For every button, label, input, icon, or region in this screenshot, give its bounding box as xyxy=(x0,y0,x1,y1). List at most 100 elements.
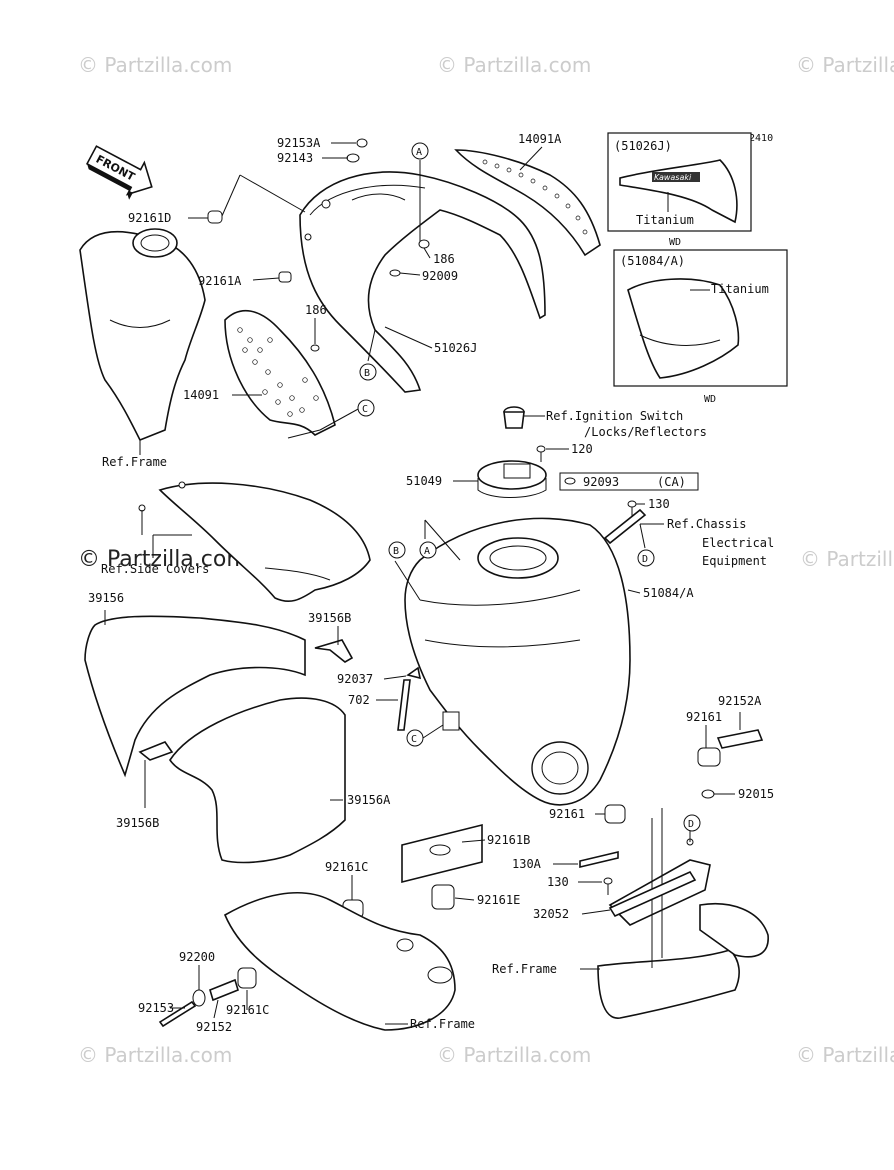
label-ref-chassis-2: Electrical xyxy=(702,536,774,550)
label-39156b-b: 39156B xyxy=(116,816,159,830)
leader-lines xyxy=(104,142,741,1025)
bolt-92153 xyxy=(158,1000,197,1028)
label-92152: 92152 xyxy=(196,1020,232,1034)
nut-92015 xyxy=(701,789,715,799)
bolt-130-b xyxy=(603,877,613,895)
grommet-92161a xyxy=(278,271,292,283)
bracket-39156b-a xyxy=(314,639,354,663)
label-ref-frame-2: Ref.Frame xyxy=(492,962,557,976)
bolt-120 xyxy=(536,445,546,462)
strap xyxy=(603,508,647,545)
label-39156b-a: 39156B xyxy=(308,611,351,625)
label-92161-a: 92161 xyxy=(686,710,722,724)
label-51084a: 51084/A xyxy=(643,586,694,600)
side-cover xyxy=(138,481,371,602)
front-arrow-icon: FRONT xyxy=(85,145,153,200)
clip-92009 xyxy=(389,269,401,277)
block-92161b xyxy=(401,823,483,884)
label-92161c-b: 92161C xyxy=(226,1003,269,1017)
circle-b-top: B xyxy=(359,363,377,381)
inset-1-titanium: Titanium xyxy=(636,213,694,227)
label-186-b: 186 xyxy=(305,303,327,317)
label-92200: 92200 xyxy=(179,950,215,964)
frame-left xyxy=(79,228,206,442)
svg-text:D: D xyxy=(688,819,694,830)
label-92161c-a: 92161C xyxy=(325,860,368,874)
subframe-right xyxy=(597,808,769,1019)
label-92161a: 92161A xyxy=(198,274,242,288)
circle-a-top: A xyxy=(411,142,429,160)
svg-text:Kawasaki: Kawasaki xyxy=(654,173,692,182)
label-51049: 51049 xyxy=(406,474,442,488)
label-ref-ignition-2: /Locks/Reflectors xyxy=(584,425,707,439)
svg-text:B: B xyxy=(393,546,399,557)
frame-bottom xyxy=(223,892,456,1031)
panel-14091a xyxy=(454,149,601,257)
label-51026j: 51026J xyxy=(434,341,477,355)
bolt-130-a xyxy=(627,500,637,518)
grommet-92161e xyxy=(431,884,455,910)
label-92015: 92015 xyxy=(738,787,774,801)
label-130-b: 130 xyxy=(547,875,569,889)
label-92161-b: 92161 xyxy=(549,807,585,821)
circle-d-bottom: D xyxy=(683,814,701,832)
watermark-top-center: © Partzilla.com xyxy=(437,53,591,77)
watermark-bottom-center: © Partzilla.com xyxy=(437,1043,591,1067)
label-ref-ignition-1: Ref.Ignition Switch xyxy=(546,409,683,423)
cover-39156a xyxy=(169,697,346,864)
part-labels: 92153A 92143 14091A 92161D 186 92009 921… xyxy=(88,132,774,1034)
svg-text:B: B xyxy=(364,368,370,379)
bolt-186-b xyxy=(310,344,320,352)
box-92093 xyxy=(559,472,699,491)
svg-text:D: D xyxy=(642,554,648,565)
label-702: 702 xyxy=(348,693,370,707)
bracket-39156b-b xyxy=(138,741,174,761)
label-92143: 92143 xyxy=(277,151,313,165)
collar-92152a xyxy=(716,729,764,749)
clip-92037 xyxy=(406,666,422,680)
watermark-bottom-left: © Partzilla.com xyxy=(78,1043,232,1067)
circle-a-mid: A xyxy=(419,541,437,559)
label-92009: 92009 xyxy=(422,269,458,283)
bracket-c xyxy=(442,711,460,731)
bolt-92153a xyxy=(356,138,368,148)
label-32052: 32052 xyxy=(533,907,569,921)
watermark-mid-left: © Partzilla.com xyxy=(78,547,248,572)
label-130a: 130A xyxy=(512,857,542,871)
bolt-130a xyxy=(579,850,619,869)
label-92153a: 92153A xyxy=(277,136,321,150)
watermark-mid-right: © Partzilla.com xyxy=(800,547,894,571)
label-14091a: 14091A xyxy=(518,132,562,146)
inset-51084a: (51084/A) Titanium xyxy=(613,249,788,387)
watermark-bottom-right: © Partzilla.com xyxy=(796,1043,894,1067)
label-92153: 92153 xyxy=(138,1001,174,1015)
washer-92143 xyxy=(346,153,360,163)
label-92161d: 92161D xyxy=(128,211,171,225)
label-120: 120 xyxy=(571,442,593,456)
figure-code: F2410 xyxy=(743,133,773,144)
nut-92093 xyxy=(564,477,576,485)
grommet-92161c-b xyxy=(237,967,257,989)
circle-markers: A B C B A D C D xyxy=(357,142,701,832)
label-39156a: 39156A xyxy=(347,793,391,807)
fuel-cap-51049 xyxy=(477,460,547,498)
watermark-top-left: © Partzilla.com xyxy=(78,53,232,77)
svg-text:C: C xyxy=(411,734,417,745)
label-ref-frame-1: Ref.Frame xyxy=(102,455,167,469)
label-ref-chassis-3: Equipment xyxy=(702,554,767,568)
label-ref-frame-3: Ref.Frame xyxy=(410,1017,475,1031)
rod-702 xyxy=(397,679,411,731)
label-ref-chassis-1: Ref.Chassis xyxy=(667,517,746,531)
label-186-a: 186 xyxy=(433,252,455,266)
inset-51026j: (51026J) Kawasaki Titanium xyxy=(607,132,752,232)
svg-text:A: A xyxy=(416,147,422,158)
inset-1-code: (51026J) xyxy=(614,139,672,153)
svg-text:A: A xyxy=(424,546,430,557)
grommet-92161-b xyxy=(604,804,626,824)
label-92093-ca: (CA) xyxy=(657,475,686,489)
inset-2-titanium: Titanium xyxy=(711,282,769,296)
circle-c-top: C xyxy=(357,399,375,417)
circle-d-mid: D xyxy=(637,549,655,567)
wd-label-1: WD xyxy=(669,237,681,248)
